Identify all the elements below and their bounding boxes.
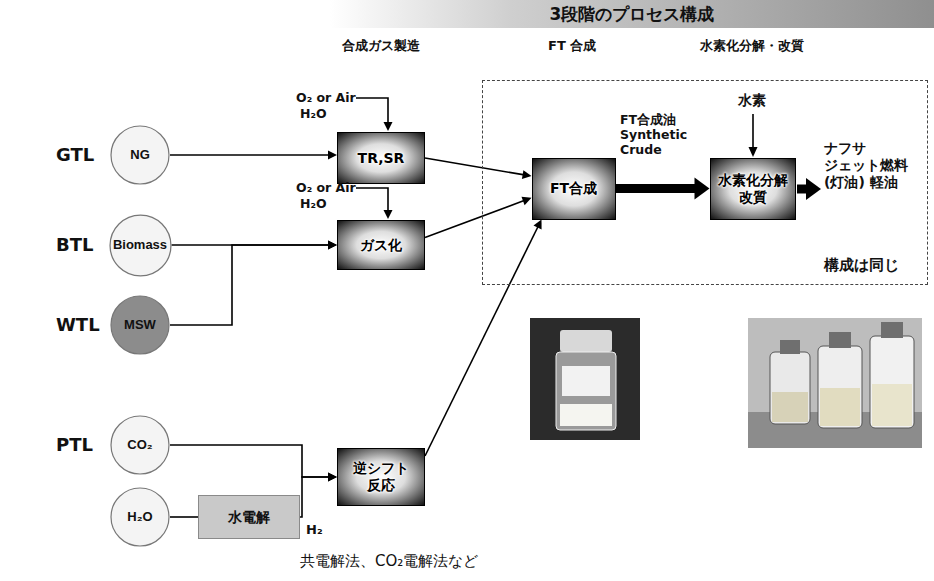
node-text: 逆シフト 反応: [353, 460, 409, 494]
bottle-content: [820, 388, 860, 426]
connector-line: [170, 445, 330, 477]
node-text: CO₂: [127, 437, 152, 453]
connector: [170, 151, 337, 160]
vial-content: [560, 404, 612, 426]
node-text: 水電解: [228, 509, 270, 526]
node-text: Biomass: [113, 237, 167, 253]
bottle: [818, 346, 862, 428]
photo: [530, 318, 640, 440]
feed-line: [356, 188, 388, 210]
connector-line: [170, 516, 198, 518]
connector-line: [300, 477, 330, 517]
feed-label: H₂O: [300, 196, 327, 211]
column-header: FT 合成: [548, 38, 596, 54]
vial-label: [562, 366, 610, 396]
connector-line: [425, 158, 524, 175]
feed-line: [752, 114, 754, 147]
feedstock-circle: Biomass: [109, 214, 172, 277]
process-box: 水素化分解 改質: [710, 158, 796, 220]
node-text: NG: [130, 147, 150, 163]
route-name: WTL: [56, 314, 100, 336]
connector: [425, 158, 532, 179]
connector: [425, 220, 542, 457]
arrow-head: [328, 241, 337, 250]
bottle-content: [872, 384, 912, 426]
circle-shape: [111, 296, 169, 354]
arrow-head: [749, 147, 758, 157]
bottle-neck: [881, 322, 903, 338]
bottle: [870, 336, 914, 428]
note: 共電解法、CO₂電解法など: [300, 552, 478, 570]
connector: [170, 241, 337, 326]
arrow-head: [328, 473, 337, 482]
feed-line: [356, 98, 388, 122]
circle-shape: [111, 416, 169, 474]
feed-label: O₂ or Air: [296, 180, 356, 195]
arrow-head: [695, 178, 710, 200]
node-text: ガス化: [360, 237, 402, 254]
feedstock-circle: CO₂: [110, 415, 170, 475]
process-box: 水電解: [198, 495, 300, 539]
output-arrow: [797, 185, 807, 194]
circle-shape: [110, 215, 171, 276]
connector-line: [170, 154, 330, 156]
arrow-head: [384, 122, 393, 131]
bottle: [770, 352, 810, 424]
edge-label: H₂: [306, 522, 323, 538]
column-header: 合成ガス製造: [342, 38, 420, 54]
node-text: H₂O: [127, 509, 152, 525]
connector: [616, 178, 710, 200]
feedstock-circle: MSW: [110, 295, 170, 355]
node-text: 水素化分解 改質: [718, 172, 788, 206]
route-name: BTL: [56, 234, 93, 256]
column-header: 水素化分解・改質: [700, 38, 804, 54]
connector: [170, 445, 337, 482]
connector: [425, 197, 532, 238]
bottle-neck: [829, 332, 851, 348]
process-box: ガス化: [337, 220, 425, 270]
arrow-head: [522, 170, 532, 179]
process-box: FT合成: [532, 158, 616, 220]
feed-label: H₂O: [300, 106, 327, 121]
arrow-head: [806, 178, 821, 200]
circle-shape: [111, 126, 169, 184]
node-text: FT合成: [550, 180, 597, 197]
feed-label: O₂ or Air: [296, 90, 356, 105]
photo: [748, 318, 922, 448]
bottle-neck: [780, 340, 800, 354]
arrow-head: [534, 220, 542, 230]
arrow-head: [522, 197, 532, 206]
feed-label: 水素: [738, 92, 766, 109]
title-text: 3段階のプロセス構成: [550, 3, 715, 26]
route-name: PTL: [56, 434, 93, 456]
node-text: 構成は同じ: [824, 256, 899, 274]
connector-line: [170, 245, 330, 325]
connector: [170, 517, 198, 518]
title-band: 3段階のプロセス構成: [330, 0, 934, 28]
circle-shape: [111, 488, 169, 546]
arrow-head: [328, 151, 337, 160]
process-box: 逆シフト 反応: [337, 448, 425, 506]
route-name: GTL: [56, 144, 94, 166]
connector-line: [616, 184, 698, 193]
bottle-content: [772, 392, 808, 422]
connector: [300, 473, 337, 518]
connector-line: [425, 200, 525, 237]
node-text: MSW: [124, 317, 156, 333]
process-box: TR,SR: [337, 132, 425, 184]
node-text: TR,SR: [358, 150, 405, 167]
arrow-head: [384, 210, 393, 219]
edge-label: FT合成油 Synthetic Crude: [620, 112, 724, 157]
product-list: ナフサ ジェット燃料 (灯油) 軽油: [824, 140, 908, 190]
arrow-head: [328, 241, 337, 250]
vial-cap: [560, 330, 612, 352]
feedstock-circle: NG: [110, 125, 170, 185]
arrow-head: [328, 473, 337, 482]
vial: [556, 352, 616, 430]
feedstock-circle: H₂O: [110, 487, 170, 547]
